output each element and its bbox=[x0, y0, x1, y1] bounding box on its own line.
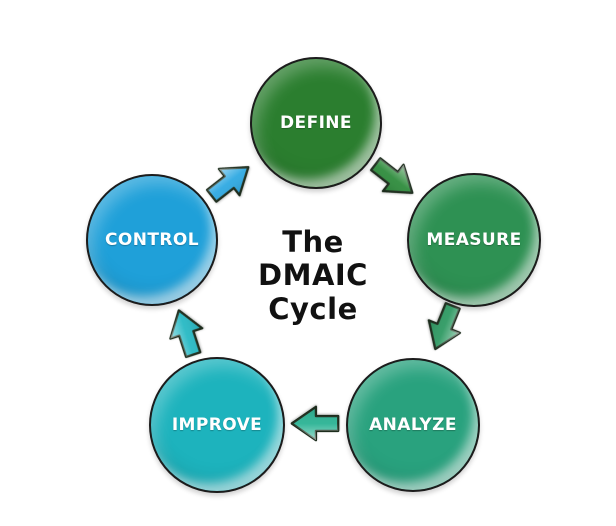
step-label-measure: MEASURE bbox=[426, 230, 522, 250]
arrow-define-to-measure-icon bbox=[369, 157, 414, 194]
step-circle-control: CONTROL bbox=[86, 174, 218, 306]
arrow-analyze-to-improve-icon bbox=[290, 405, 340, 442]
arrow-measure-to-analyze-icon bbox=[427, 302, 462, 351]
diagram-title: The DMAIC Cycle bbox=[233, 225, 393, 326]
step-circle-improve: IMPROVE bbox=[149, 357, 285, 493]
arrow-improve-to-control-icon bbox=[169, 309, 204, 359]
step-circle-analyze: ANALYZE bbox=[346, 358, 480, 492]
diagram-title-line3: Cycle bbox=[268, 291, 358, 326]
step-circle-define: DEFINE bbox=[250, 57, 382, 189]
step-label-analyze: ANALYZE bbox=[369, 415, 457, 435]
step-label-improve: IMPROVE bbox=[171, 415, 263, 435]
arrow-control-to-define-icon bbox=[205, 166, 250, 203]
diagram-title-line1: The bbox=[282, 225, 344, 259]
step-circle-measure: MEASURE bbox=[407, 173, 541, 307]
diagram-title-line2: DMAIC bbox=[258, 258, 368, 293]
step-label-control: CONTROL bbox=[105, 230, 199, 250]
step-label-define: DEFINE bbox=[280, 113, 352, 133]
